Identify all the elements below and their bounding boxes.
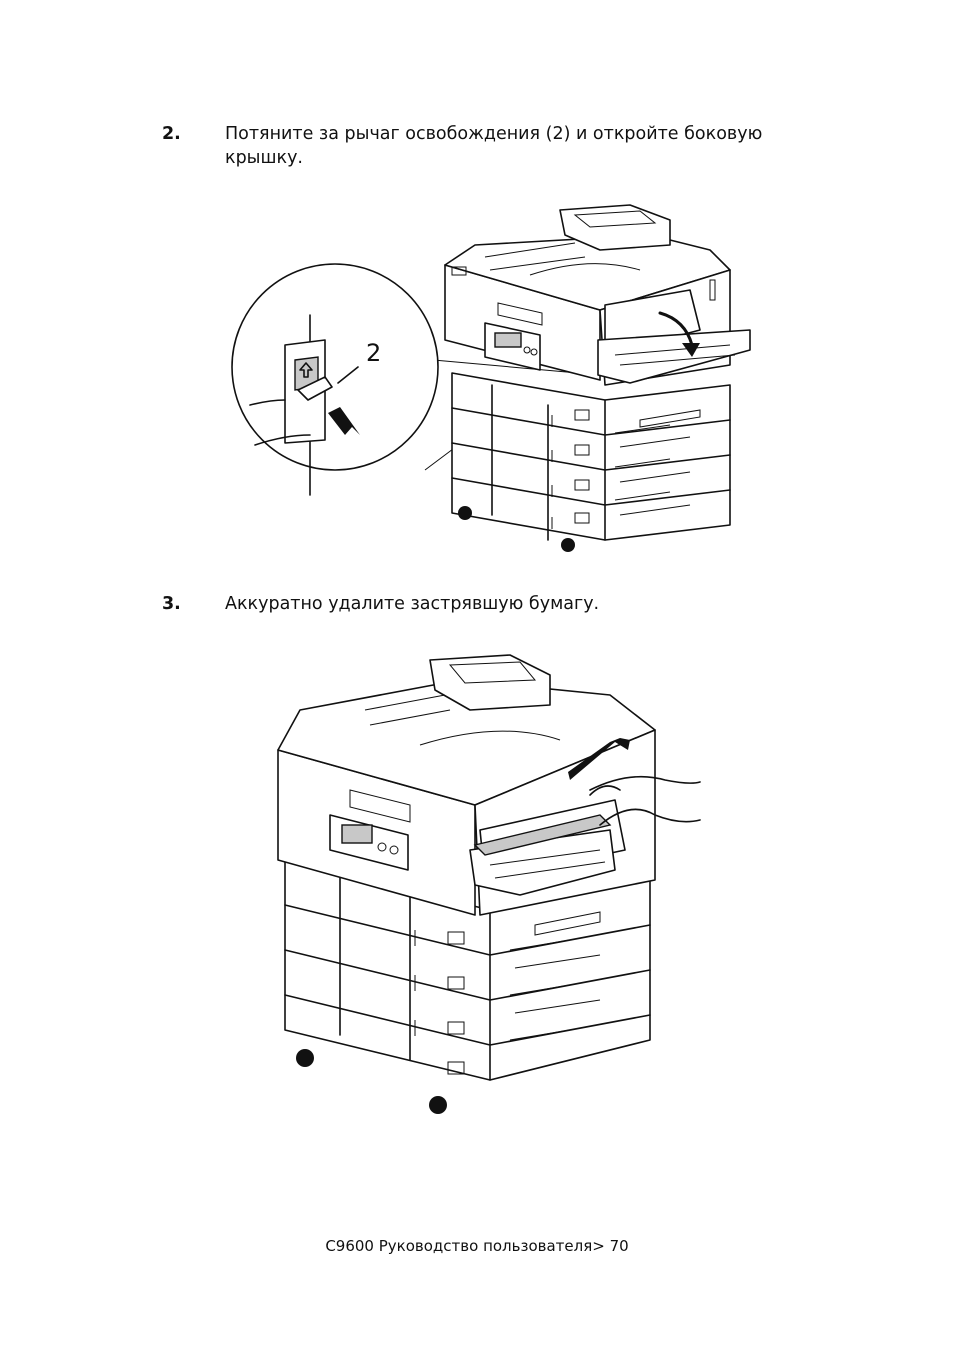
printer-side-cover-illustration: 2 [230,195,760,560]
printer-body [444,204,751,386]
step-text: Аккуратно удалите застрявшую бумагу. [225,594,600,614]
remove-jammed-paper-illustration [270,650,710,1120]
printer-body [277,654,701,916]
release-lever-zoom [231,263,439,496]
step-number: 2. [162,124,181,144]
step-number: 3. [162,594,181,614]
step-text: Потяните за рычаг освобождения (2) и отк… [225,124,763,168]
paper-trays [284,859,651,1081]
release-lever-callout: 2 [366,339,381,367]
page-footer: C9600 Руководство пользователя> 70 [325,1237,629,1255]
paper-trays [451,372,731,541]
